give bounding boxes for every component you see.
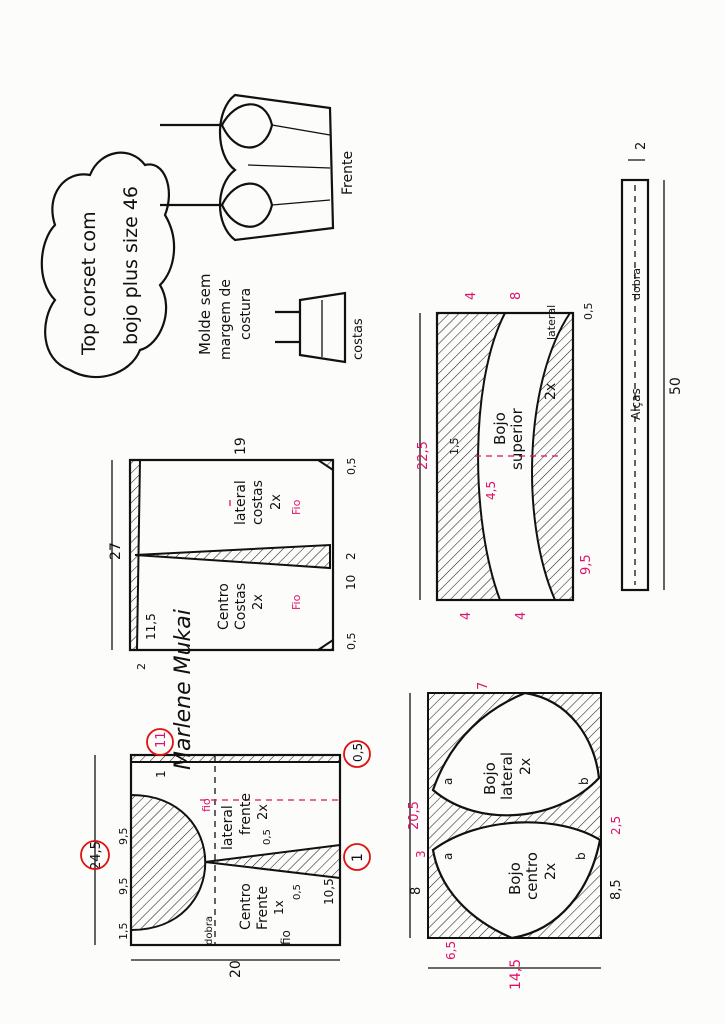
dim-height: 24,5	[89, 841, 104, 870]
point-label: b	[574, 852, 588, 860]
grain-label: Fio	[290, 499, 303, 515]
dim: 1	[154, 770, 168, 778]
dim: 8	[509, 292, 524, 300]
dim: 2	[344, 552, 358, 560]
title-cloud: Top corset com bojo plus size 46	[40, 151, 176, 379]
frente-pattern: 24,5 9,5 9,5 1,5 11 1 lateral frente 2x …	[80, 728, 371, 978]
dim: 27	[108, 542, 124, 560]
strap-label: Alças	[629, 388, 643, 420]
dim: 10,5	[322, 878, 336, 905]
piece-name: lateral	[220, 805, 236, 850]
dim: 7	[476, 682, 491, 690]
dim: 9,5	[579, 554, 594, 575]
piece-name: Centro	[238, 883, 254, 930]
front-label: Frente	[340, 151, 356, 195]
piece-name: costas	[250, 480, 266, 525]
piece-count: 2x	[269, 494, 284, 510]
piece-name: centro	[523, 852, 541, 900]
piece-name: Costas	[233, 583, 249, 630]
title-line2: bojo plus size 46	[120, 186, 142, 345]
bojo-lateral-centro-pattern: Bojo lateral 2x a b a b Bojo centro 2x 7…	[407, 682, 624, 990]
note-line3: costura	[238, 288, 254, 340]
piece-count: 2x	[251, 594, 266, 610]
dim: 1,5	[448, 438, 461, 456]
piece-name: Bojo	[491, 412, 509, 445]
piece-name: Centro	[216, 583, 232, 630]
strap-length: 50	[668, 377, 684, 395]
strap-fold: dobra	[630, 268, 643, 300]
dim: 2,5	[609, 816, 623, 835]
pattern-note: Molde sem margem de costura	[196, 274, 254, 360]
dim: 4	[464, 292, 479, 300]
dim: 9,5	[117, 878, 130, 896]
piece-count: 2x	[518, 758, 534, 775]
back-illustration: costas	[275, 291, 366, 364]
strap-width: 2	[634, 142, 649, 150]
back-label: costas	[351, 318, 366, 360]
dim: 8	[409, 887, 424, 895]
point-label: a	[441, 853, 455, 860]
dim: 0,5	[345, 458, 358, 476]
dim: 8,5	[609, 879, 624, 900]
piece-count: 1x	[272, 900, 286, 915]
dim: 6,5	[444, 941, 458, 960]
grain-label: Fio	[290, 594, 303, 610]
front-illustration: Frente	[160, 93, 356, 242]
piece-count: 2x	[256, 804, 271, 820]
piece-name: Frente	[255, 886, 271, 930]
bojo-superior-pattern: 22,5 Bojo superior 2x lateral 4 8 0,5 1,…	[416, 292, 595, 620]
dim: 0,5	[351, 743, 365, 762]
dim: 0,5	[262, 829, 273, 845]
piece-name: lateral	[498, 752, 516, 800]
signature: Marlene Mukai	[171, 609, 196, 770]
dim: 3	[414, 850, 428, 858]
point-label: b	[577, 777, 591, 785]
note-line2: margem de	[218, 279, 234, 360]
dim: 4	[514, 612, 529, 620]
dim: 0,5	[345, 633, 358, 651]
grain-label: fio	[200, 798, 213, 812]
piece-name: lateral	[233, 480, 249, 525]
dim: 0,5	[292, 884, 303, 900]
dim: 19	[233, 437, 249, 455]
dim: 11	[154, 731, 169, 748]
strap-pattern: Alças dobra 50 2	[620, 142, 684, 592]
fold-label: dobra	[204, 916, 215, 945]
piece-name: Bojo	[481, 762, 499, 795]
dim: 9,5	[117, 828, 130, 846]
dim: 4	[459, 612, 474, 620]
note-line1: Molde sem	[196, 274, 214, 355]
dim: 1	[350, 853, 366, 862]
dim: 4,5	[484, 481, 498, 500]
dim: 14,5	[508, 959, 524, 990]
dim: 11,5	[144, 613, 158, 640]
piece-name: superior	[508, 407, 526, 470]
dim: 1,5	[117, 923, 130, 941]
dim: 20,5	[407, 801, 422, 830]
dim-width: 20	[228, 960, 244, 978]
dim: 0,5	[582, 303, 595, 321]
piece-name: frente	[238, 793, 254, 835]
side-label: lateral	[545, 305, 558, 340]
dim: 2	[135, 663, 148, 670]
costas-pattern: 27 19 lateral costas 2x Fio 11,5 Centro …	[108, 437, 358, 670]
dim-height: 22,5	[416, 441, 431, 470]
piece-count: 2x	[543, 383, 559, 400]
point-label: a	[441, 778, 455, 785]
piece-name: Bojo	[506, 862, 524, 895]
title-line1: Top corset com	[78, 211, 100, 356]
dim: 10	[344, 575, 358, 590]
grain-label: fio	[279, 930, 293, 945]
piece-count: 2x	[543, 863, 559, 880]
